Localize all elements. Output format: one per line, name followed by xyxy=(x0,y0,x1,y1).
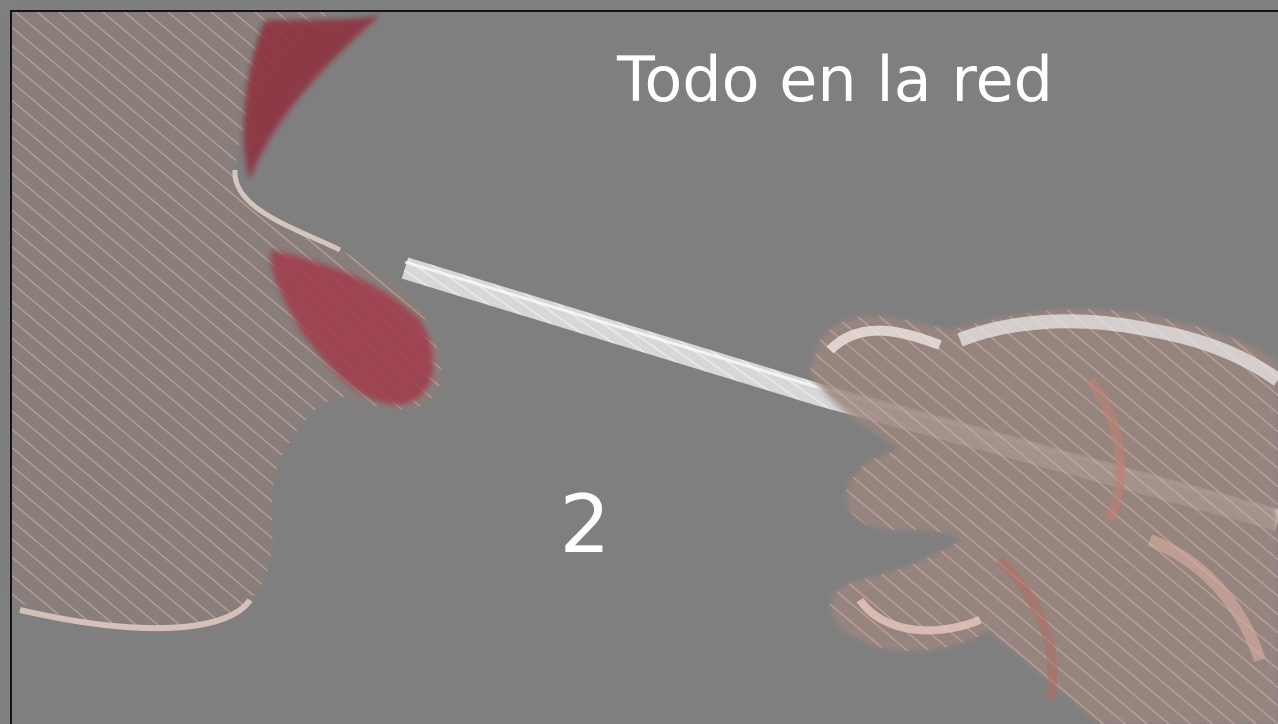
hand xyxy=(810,309,1278,724)
slide-number: 2 xyxy=(559,478,611,571)
lower-lip xyxy=(270,250,434,405)
slide-border-left xyxy=(10,10,12,724)
slide-border-top xyxy=(10,10,1278,12)
face-profile xyxy=(12,12,442,632)
slide-title: Todo en la red xyxy=(617,43,1053,116)
upper-lip xyxy=(243,15,380,180)
